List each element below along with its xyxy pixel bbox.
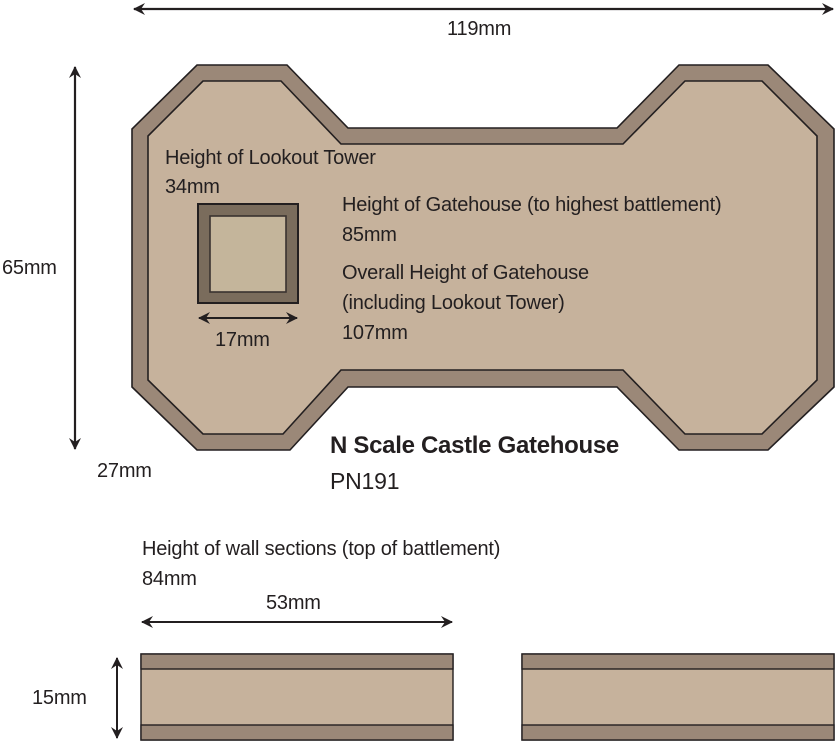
gatehouse-inner-area bbox=[147, 80, 818, 435]
part-number: PN191 bbox=[330, 468, 400, 494]
overall-height-caption-line1: Overall Height of Gatehouse bbox=[342, 262, 589, 284]
overall-height-caption-line2: (including Lookout Tower) bbox=[342, 292, 565, 314]
tower-height-caption: Height of Lookout Tower bbox=[165, 147, 376, 169]
wall-section-2 bbox=[521, 653, 835, 741]
tower-width-label: 17mm bbox=[215, 329, 270, 351]
width-label: 119mm bbox=[447, 18, 512, 40]
wall-height-caption: Height of wall sections (top of battleme… bbox=[142, 538, 501, 560]
overall-height-value: 107mm bbox=[342, 322, 408, 344]
wall-section-1 bbox=[140, 653, 454, 741]
wall-depth-label: 15mm bbox=[32, 687, 87, 709]
gatehouse-height-value: 85mm bbox=[342, 224, 397, 246]
depth-label: 65mm bbox=[2, 257, 57, 279]
side-label: 27mm bbox=[97, 460, 152, 482]
product-title: N Scale Castle Gatehouse bbox=[330, 432, 619, 459]
gatehouse-height-caption: Height of Gatehouse (to highest battleme… bbox=[342, 194, 722, 216]
wall-length-label: 53mm bbox=[266, 592, 321, 614]
lookout-tower-inner bbox=[209, 215, 287, 293]
wall-height-value: 84mm bbox=[142, 568, 197, 590]
tower-height-value: 34mm bbox=[165, 176, 220, 198]
